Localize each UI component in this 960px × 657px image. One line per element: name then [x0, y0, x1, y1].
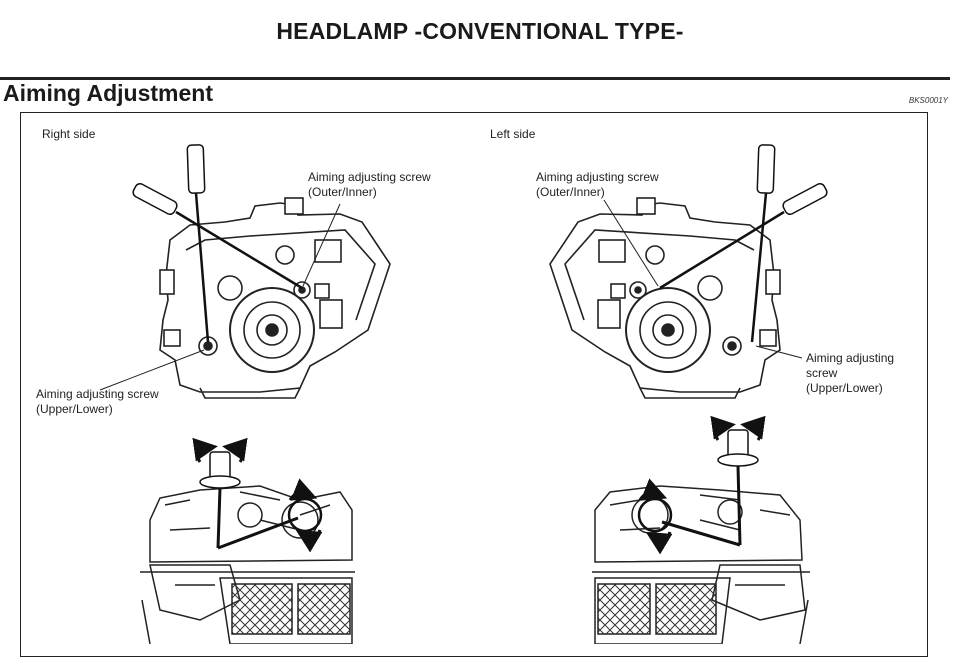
right-screwdrivers [132, 144, 303, 343]
left-side-title: Left side [490, 127, 536, 141]
section-title: Aiming Adjustment [3, 80, 213, 106]
left-headlamp-unit [549, 197, 781, 399]
right-adjust-tool [192, 437, 323, 553]
right-upper-lower-label: Aiming adjusting screw (Upper/Lower) [36, 387, 159, 416]
page-title: HEADLAMP -CONVENTIONAL TYPE- [276, 18, 684, 44]
left-outer-inner-label: Aiming adjusting screw (Outer/Inner) [536, 170, 659, 199]
left-screwdrivers [659, 144, 828, 343]
title-divider [0, 77, 950, 80]
right-vehicle-front-view [140, 485, 355, 644]
reference-code: BKS0001Y [908, 96, 948, 105]
right-headlamp-unit [159, 197, 391, 399]
left-adjust-tool [637, 415, 766, 555]
right-side-title: Right side [42, 127, 96, 141]
left-vehicle-front-view [592, 485, 810, 644]
left-upper-lower-label: Aiming adjusting screw (Upper/Lower) [806, 351, 895, 395]
right-outer-inner-label: Aiming adjusting screw (Outer/Inner) [308, 170, 431, 199]
